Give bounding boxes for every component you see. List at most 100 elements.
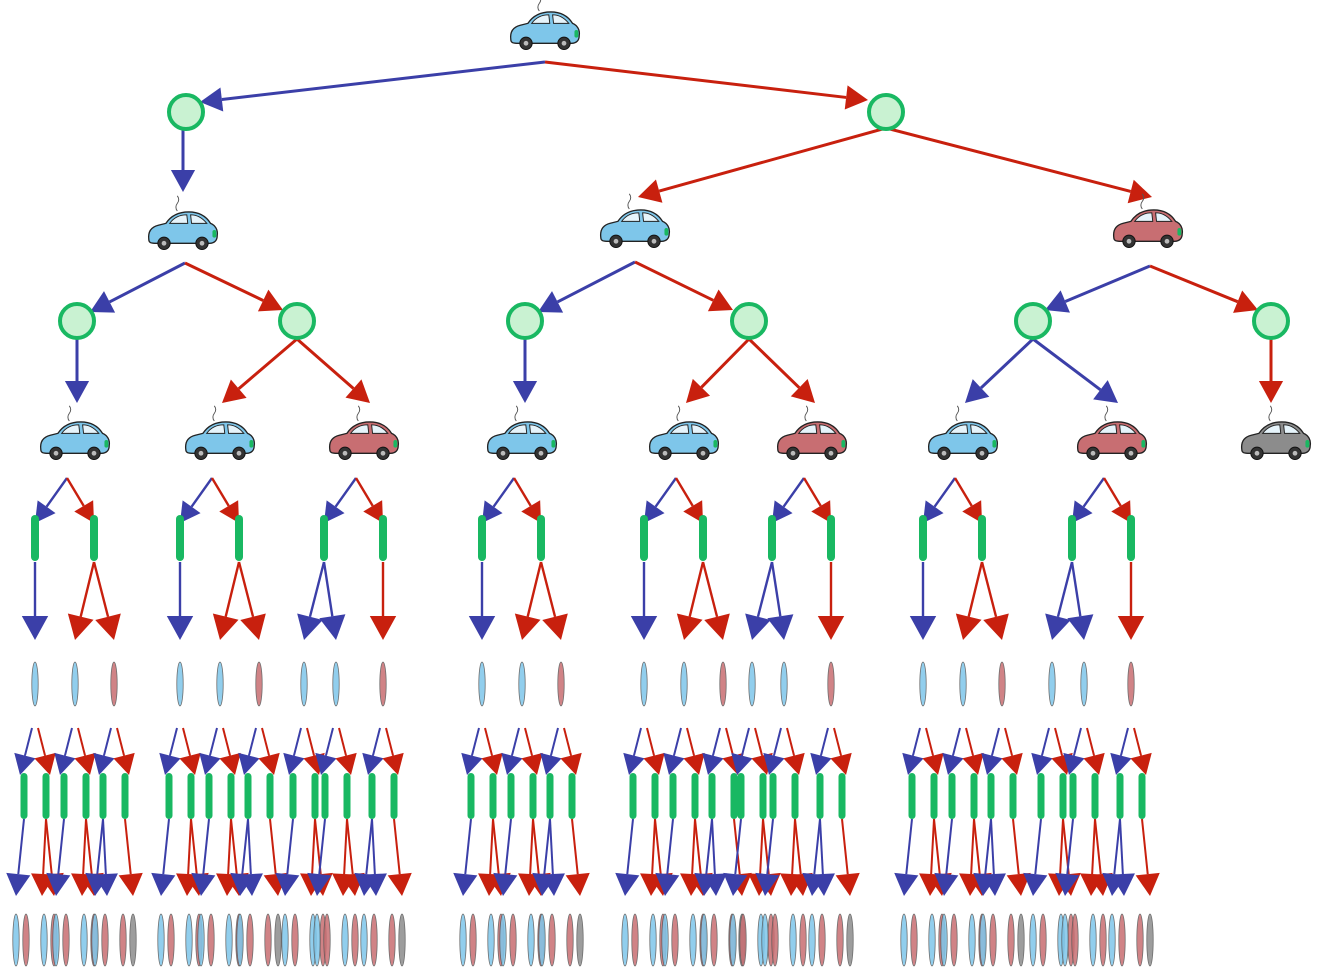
chance-node [1069, 773, 1077, 819]
car-state-over-icon [398, 913, 406, 967]
car-state-cool-icon [968, 913, 976, 967]
car-state-cool-icon [186, 406, 255, 460]
action-arrow [1110, 818, 1135, 896]
action-arrow [902, 727, 924, 775]
action-arrow [258, 727, 280, 775]
action-arrow [151, 818, 176, 896]
chance-node [20, 773, 28, 819]
action-arrow [772, 477, 805, 523]
chance-node [529, 773, 537, 819]
action-arrow [212, 561, 241, 640]
action-arrow [67, 561, 96, 640]
action-arrow [767, 561, 794, 640]
car-state-cool-icon [91, 913, 99, 967]
action-arrow [1135, 818, 1160, 896]
car-state-cool-icon [300, 661, 308, 707]
action-arrow [74, 727, 96, 775]
action-arrow [560, 727, 582, 775]
action-arrow [763, 727, 785, 775]
car-state-warm-icon [799, 913, 807, 967]
car-state-cool-icon [780, 661, 788, 707]
car-state-warm-icon [62, 913, 70, 967]
car-state-warm-icon [291, 913, 299, 967]
car-state-cool-icon [313, 913, 321, 967]
chance-node [768, 515, 776, 561]
car-state-cool-icon [52, 913, 60, 967]
car-state-cool-icon [919, 661, 927, 707]
car-state-cool-icon [185, 913, 193, 967]
car-state-cool-icon [157, 913, 165, 967]
chance-node [1127, 515, 1135, 561]
action-arrow [501, 727, 523, 775]
car-state-warm-icon [910, 913, 918, 967]
action-arrow [468, 562, 496, 640]
action-arrow [1072, 477, 1105, 523]
action-arrow [324, 477, 357, 523]
action-arrow [453, 818, 478, 896]
action-arrow [923, 477, 956, 523]
action-arrow [540, 818, 565, 896]
car-state-over-icon [274, 913, 282, 967]
action-arrow [1117, 562, 1145, 640]
action-arrow [953, 477, 982, 523]
action-arrow [461, 727, 483, 775]
car-state-cool-icon [499, 913, 507, 967]
car-state-warm-icon [1118, 913, 1126, 967]
action-arrow [802, 477, 831, 523]
action-arrow [539, 561, 568, 640]
car-state-cool-icon [1080, 661, 1088, 707]
car-state-warm-icon [548, 913, 556, 967]
car-state-warm-icon [631, 913, 639, 967]
car-state-warm-icon [1099, 913, 1107, 967]
chance-node [121, 773, 129, 819]
car-state-warm-icon [1127, 661, 1135, 707]
action-arrow [275, 818, 300, 896]
car-state-over-icon [846, 913, 854, 967]
chance-node [708, 773, 716, 819]
car-state-cool-icon [478, 661, 486, 707]
car-state-cool-icon [487, 913, 495, 967]
car-state-warm-icon [330, 406, 399, 460]
action-arrow [702, 727, 724, 775]
action-arrow [723, 818, 748, 896]
car-state-warm-icon [818, 913, 826, 967]
action-arrow [283, 727, 305, 775]
car-state-warm-icon [836, 913, 844, 967]
car-state-warm-icon [1114, 194, 1183, 248]
action-arrow [512, 477, 541, 523]
action-arrow [307, 818, 332, 896]
chance-node [82, 773, 90, 819]
car-state-cool-icon [1048, 661, 1056, 707]
action-arrow [493, 818, 518, 896]
car-state-warm-icon [1039, 913, 1047, 967]
car-state-warm-icon [388, 913, 396, 967]
car-state-cool-icon [1089, 913, 1097, 967]
car-state-warm-icon [264, 913, 272, 967]
chance-node [816, 773, 824, 819]
action-arrow [170, 130, 196, 192]
chance-node [507, 773, 515, 819]
car-state-cool-icon [216, 661, 224, 707]
action-arrow [1063, 727, 1085, 775]
action-arrow [64, 339, 90, 403]
chance-node [390, 773, 398, 819]
action-arrow [387, 818, 412, 896]
chance-node [205, 773, 213, 819]
action-arrow [354, 477, 383, 523]
car-state-cool-icon [959, 661, 967, 707]
car-state-cool-icon [40, 913, 48, 967]
chance-node [227, 773, 235, 819]
car-state-cool-icon [748, 661, 756, 707]
car-state-warm-icon [950, 913, 958, 967]
car-state-over-icon [1242, 406, 1311, 460]
chance-node [737, 773, 745, 819]
action-arrow [93, 818, 118, 896]
action-arrow [521, 727, 543, 775]
car-state-cool-icon [650, 406, 719, 460]
action-arrow [34, 727, 56, 775]
chance-node [537, 515, 545, 561]
car-state-cool-icon [332, 661, 340, 707]
action-arrow [296, 337, 370, 403]
car-state-warm-icon [566, 913, 574, 967]
